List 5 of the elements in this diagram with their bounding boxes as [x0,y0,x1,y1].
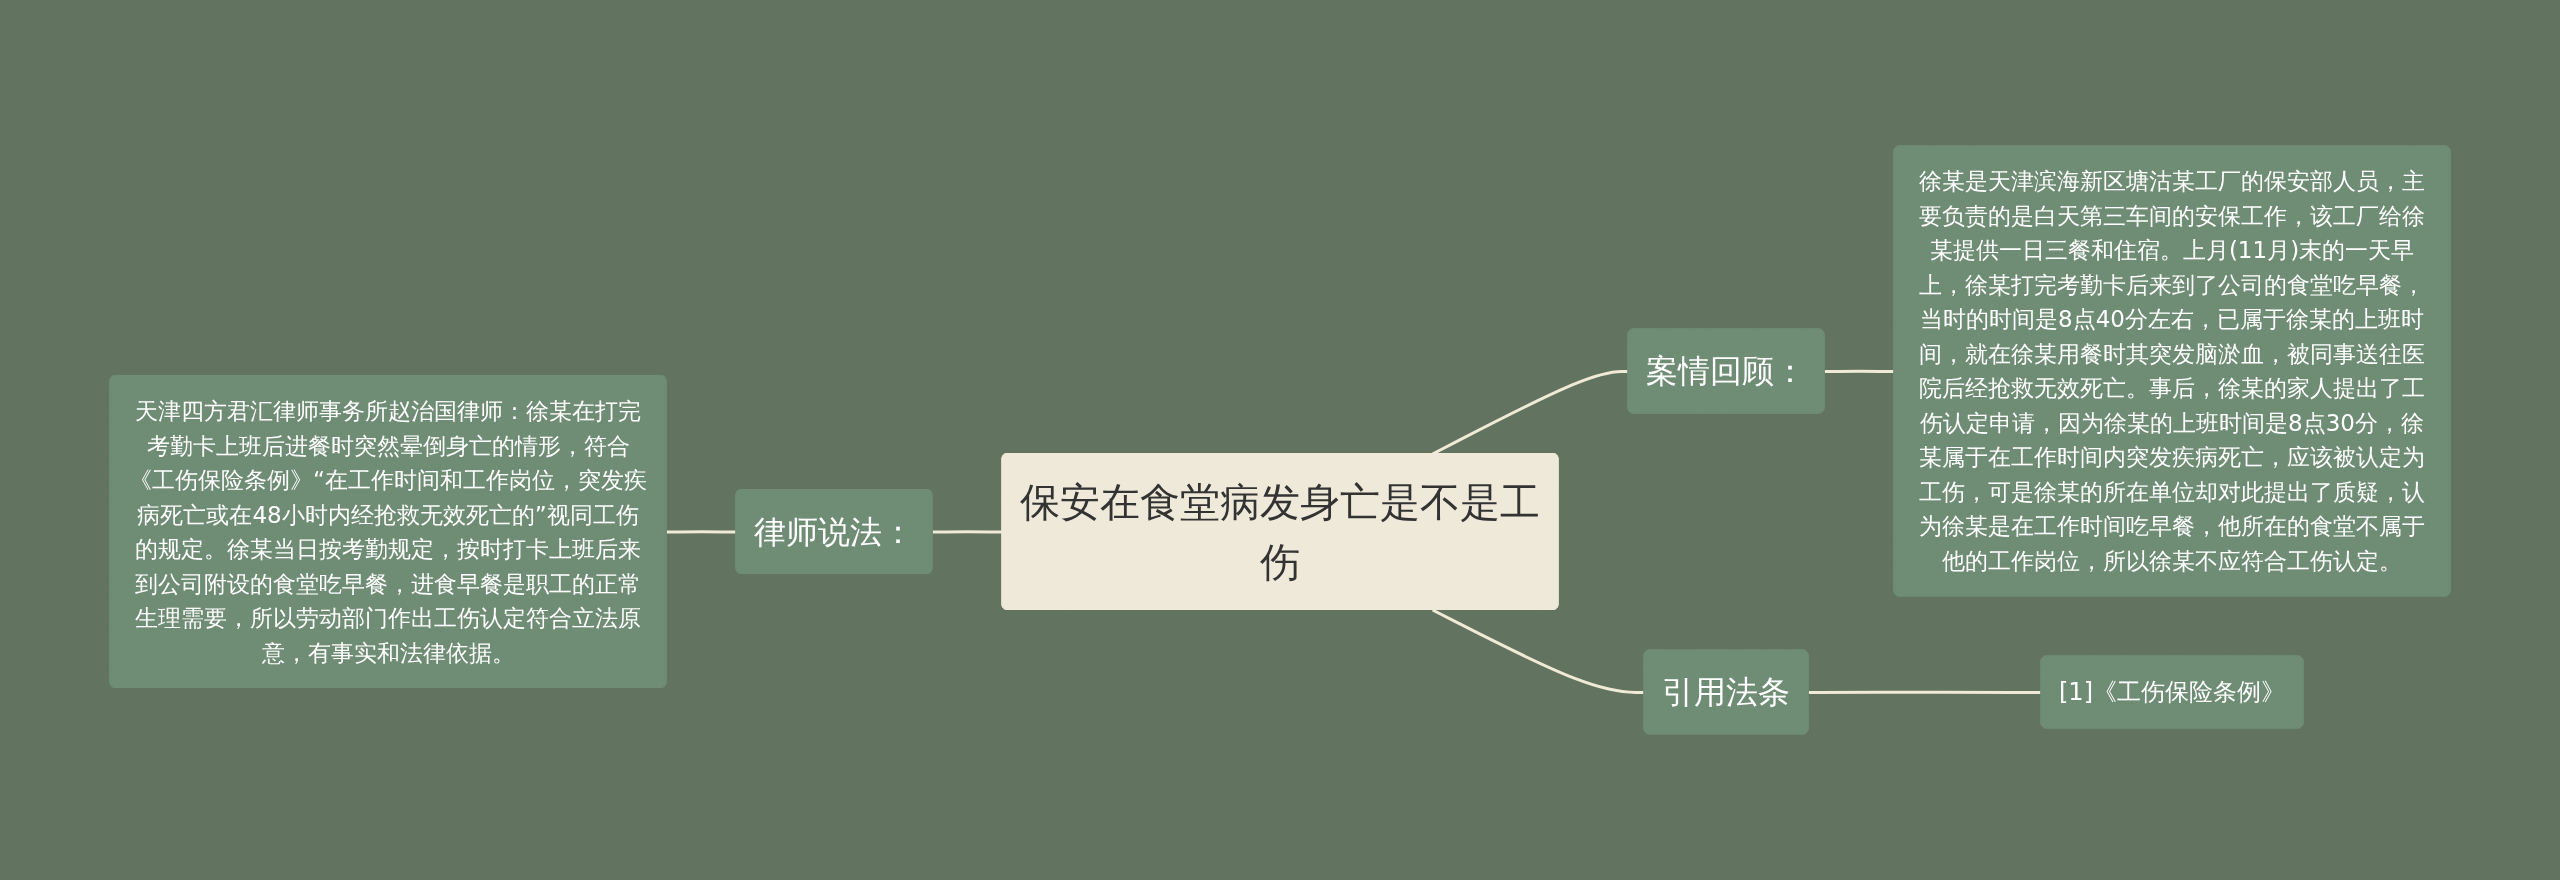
connector [1824,369,1895,373]
connector [932,530,1003,534]
connector [1431,608,1645,694]
connector [1808,690,2042,694]
connector [666,530,737,534]
